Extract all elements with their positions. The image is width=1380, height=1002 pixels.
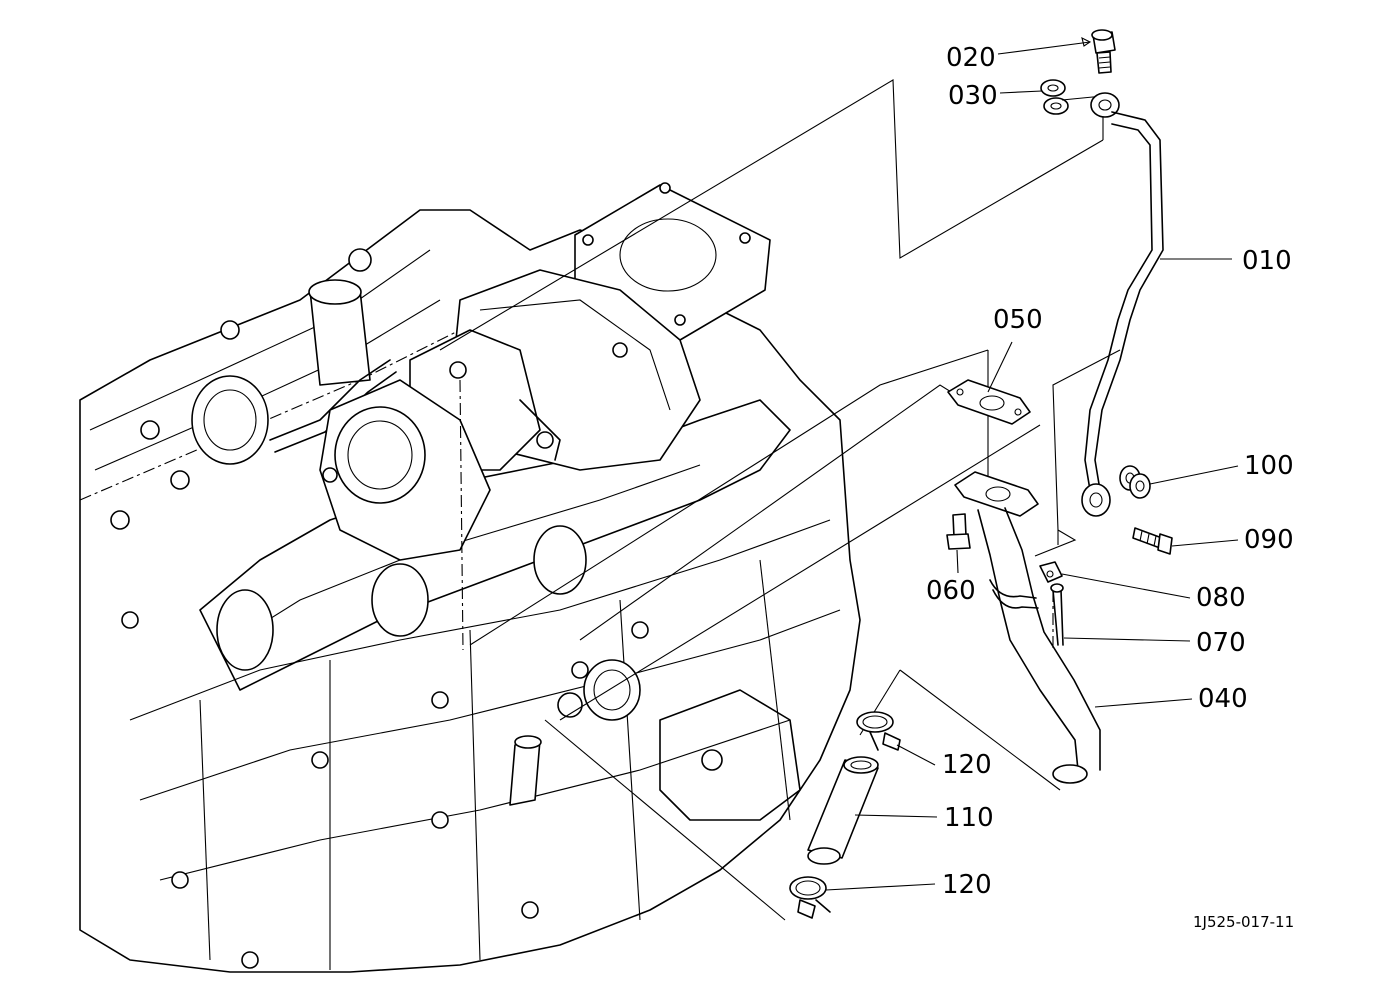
callout-120-upper: 120 xyxy=(942,750,992,780)
callout-leaders xyxy=(825,36,1239,891)
callout-010: 010 xyxy=(1242,246,1292,276)
callout-050: 050 xyxy=(993,305,1043,335)
part-030-gaskets xyxy=(1040,79,1104,115)
callout-040: 040 xyxy=(1198,684,1248,714)
part-110-hose xyxy=(807,756,879,865)
part-120-upper-clamp xyxy=(856,711,901,751)
callout-060: 060 xyxy=(926,576,976,606)
callout-110: 110 xyxy=(944,803,994,833)
part-070-pin xyxy=(1050,583,1064,646)
part-050-gasket xyxy=(947,379,1031,425)
callout-090: 090 xyxy=(1244,525,1294,555)
part-080-clip xyxy=(1039,561,1063,583)
part-060-bolt xyxy=(946,513,971,550)
figure-id: 1J525-017-11 xyxy=(1193,913,1294,931)
part-120-lower-clamp xyxy=(789,876,831,919)
part-090-bolt xyxy=(1132,527,1173,555)
callout-120-lower: 120 xyxy=(942,870,992,900)
explosion-lines xyxy=(439,79,1121,921)
part-020-eye-bolt xyxy=(1091,29,1116,74)
part-040-return-pipe xyxy=(954,471,1101,784)
callout-020: 020 xyxy=(946,43,996,73)
callout-070: 070 xyxy=(1196,628,1246,658)
callout-030: 030 xyxy=(948,81,998,111)
part-100-gaskets xyxy=(1119,465,1151,499)
part-010-oil-pipe xyxy=(1081,92,1164,517)
callout-080: 080 xyxy=(1196,583,1246,613)
callout-100: 100 xyxy=(1244,451,1294,481)
turbocharger-drawing xyxy=(319,182,771,561)
